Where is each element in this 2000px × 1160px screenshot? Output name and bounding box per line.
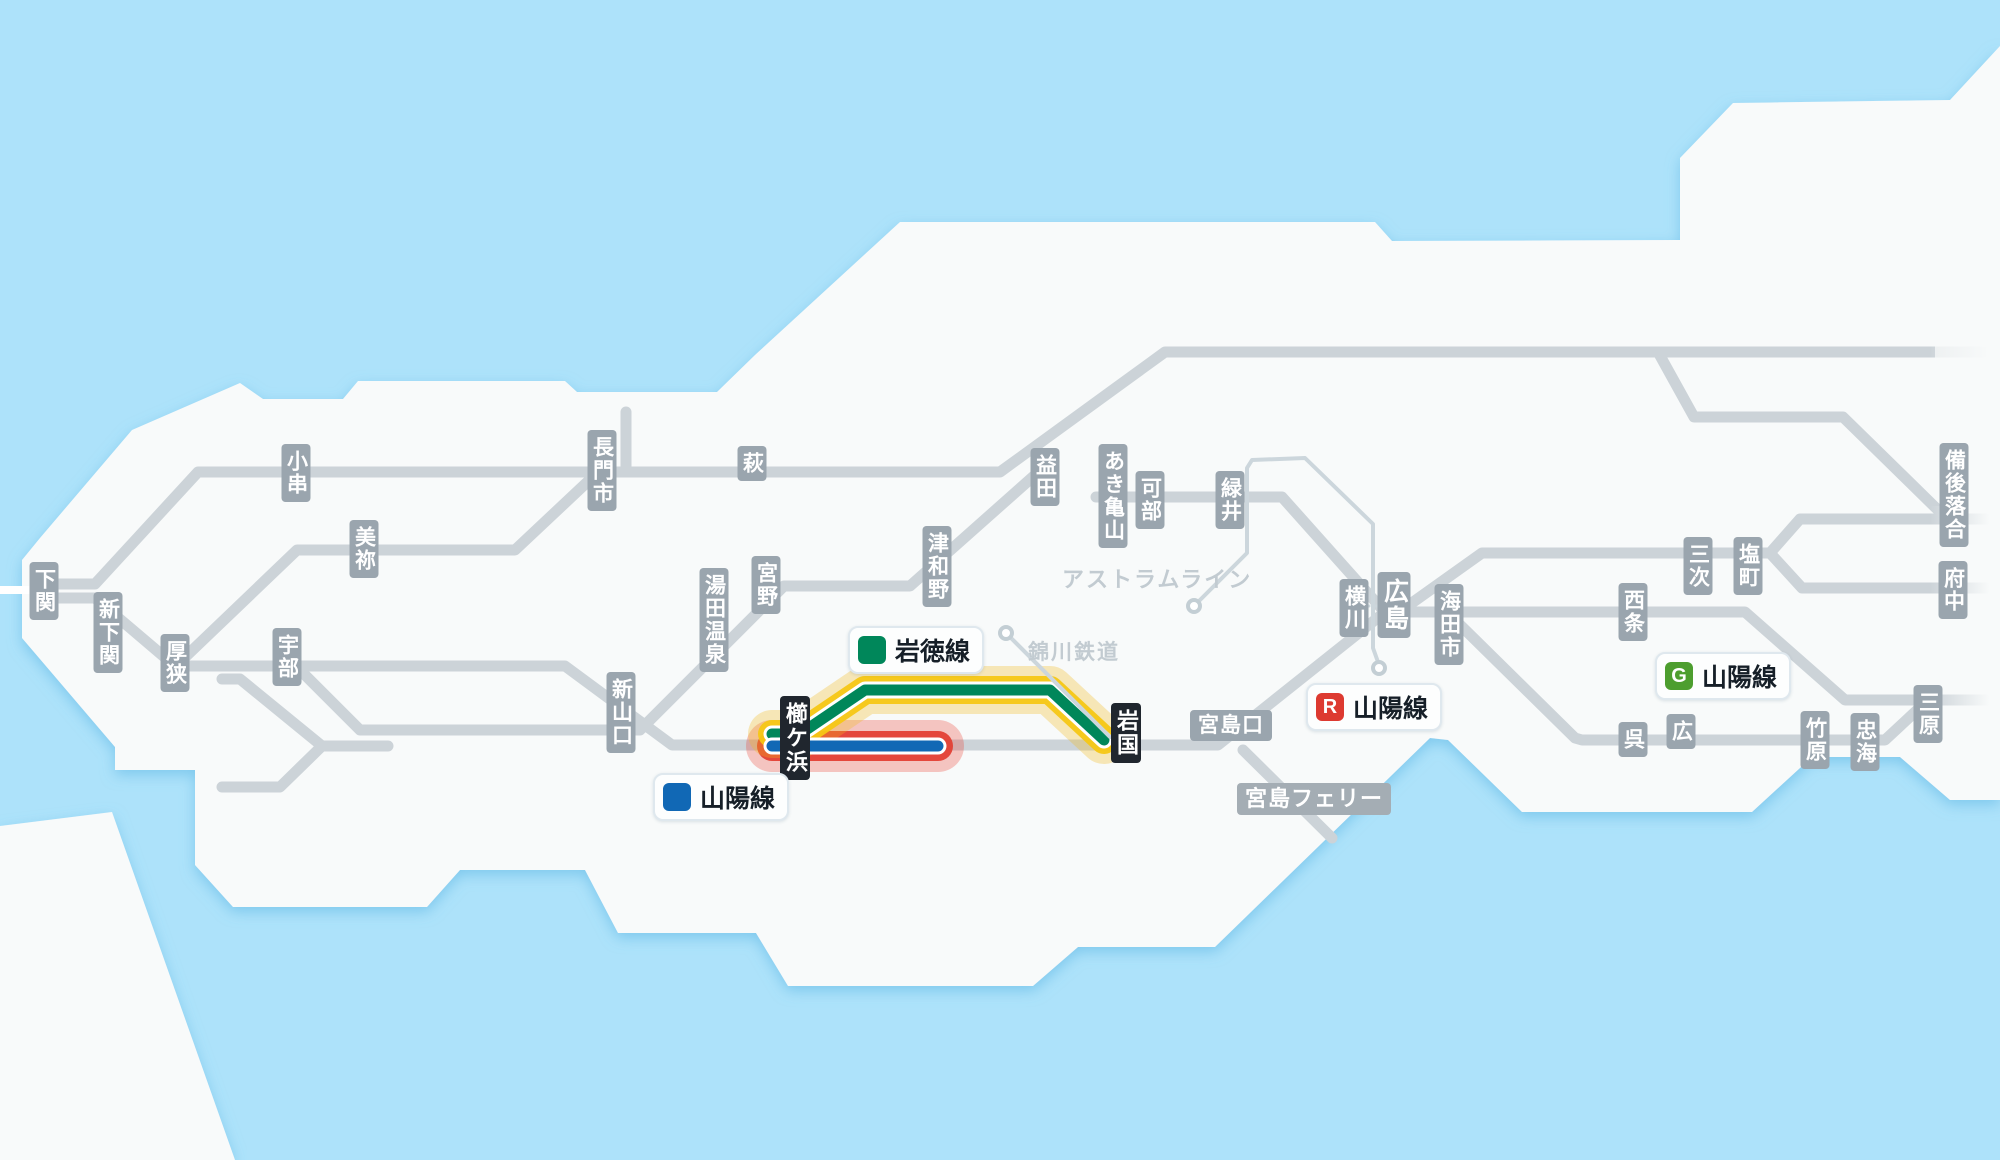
rail-ube-line-a: [216, 673, 394, 752]
nishikigawa-railway-label: 錦川鉄道: [1028, 641, 1120, 664]
astram-terminus-icon: [1186, 598, 1202, 614]
sanyo-line-r-icon: R: [1316, 693, 1344, 721]
station-hagi[interactable]: 萩: [737, 446, 767, 481]
astram-terminus-icon: [1371, 660, 1387, 676]
rail-nishikigawa-line: [1004, 631, 1112, 739]
station-miyajimaguchi[interactable]: 宮島口: [1190, 710, 1272, 741]
station-yokogawa[interactable]: 横川: [1339, 579, 1369, 637]
station-mine[interactable]: 美祢: [349, 520, 379, 578]
station-shinshimonoseki[interactable]: 新下関: [93, 592, 123, 673]
legend-label: 山陽線: [1702, 664, 1778, 692]
station-saijo[interactable]: 西条: [1618, 583, 1648, 641]
rail-astram-line: [1192, 456, 1380, 664]
station-masuda[interactable]: 益田: [1030, 448, 1060, 506]
station-takehara[interactable]: 竹原: [1800, 711, 1830, 769]
station-bingo-ochiai[interactable]: 備後落合: [1939, 443, 1969, 547]
station-tsuwano[interactable]: 津和野: [922, 526, 952, 607]
station-kaitaichi[interactable]: 海田市: [1434, 584, 1464, 665]
rail-mine-line: [174, 466, 604, 668]
landmass: [22, 46, 2000, 986]
rail-kure-line: [1443, 608, 1934, 746]
legend-label: 山陽線: [1353, 695, 1429, 723]
legend-sanyo-line-blue: 山陽線: [653, 773, 790, 821]
rail-ube-line-b: [216, 740, 328, 793]
station-kogushi[interactable]: 小串: [281, 444, 311, 502]
legend-label: 山陽線: [700, 785, 776, 813]
station-shinyamaguchi[interactable]: 新山口: [606, 672, 636, 753]
sanyo-line-g-icon: G: [1665, 662, 1693, 690]
station-miyoshi[interactable]: 三次: [1683, 537, 1713, 595]
nishikigawa-terminus-icon: [998, 625, 1014, 641]
station-hiroshima[interactable]: 広島: [1377, 572, 1411, 638]
station-mihara[interactable]: 三原: [1913, 685, 1943, 743]
station-miyano[interactable]: 宮野: [751, 556, 781, 614]
sanyo-line-blue-color-icon: [663, 783, 691, 811]
station-shiomachi[interactable]: 塩町: [1733, 537, 1763, 595]
legend-label: 岩徳線: [895, 638, 971, 666]
legend-gantoku-line: 岩徳線: [848, 626, 985, 674]
station-fuchu[interactable]: 府中: [1938, 561, 1968, 619]
station-ube[interactable]: 宇部: [272, 628, 302, 686]
station-shimonoseki[interactable]: 下関: [29, 562, 59, 620]
rail-fukuen-line: [1764, 547, 1996, 594]
station-hiro[interactable]: 広: [1666, 714, 1696, 749]
station-tadanoumi[interactable]: 忠海: [1850, 713, 1880, 771]
station-akikameyama[interactable]: あき亀山: [1098, 444, 1128, 548]
station-midorii[interactable]: 緑井: [1215, 471, 1245, 529]
station-iwakuni[interactable]: 岩国: [1111, 703, 1141, 763]
astram-line-label: アストラムライン: [1062, 567, 1253, 592]
edge-fade: [1930, 339, 2000, 365]
kyushu-land: [0, 812, 235, 1160]
station-asa[interactable]: 厚狭: [160, 634, 190, 692]
gantoku-line-color-icon: [858, 636, 886, 664]
station-kushigahama[interactable]: 櫛ケ浜: [780, 696, 810, 780]
station-nagatoshi[interactable]: 長門市: [587, 430, 617, 511]
miyajima-ferry-label: 宮島フェリー: [1237, 783, 1392, 815]
station-yudaonsen[interactable]: 湯田温泉: [699, 568, 729, 672]
legend-sanyo-line-g: G 山陽線: [1655, 652, 1792, 700]
legend-sanyo-line-r: R 山陽線: [1306, 683, 1443, 731]
station-kabe[interactable]: 可部: [1135, 471, 1165, 529]
station-kure[interactable]: 呉: [1618, 722, 1648, 757]
